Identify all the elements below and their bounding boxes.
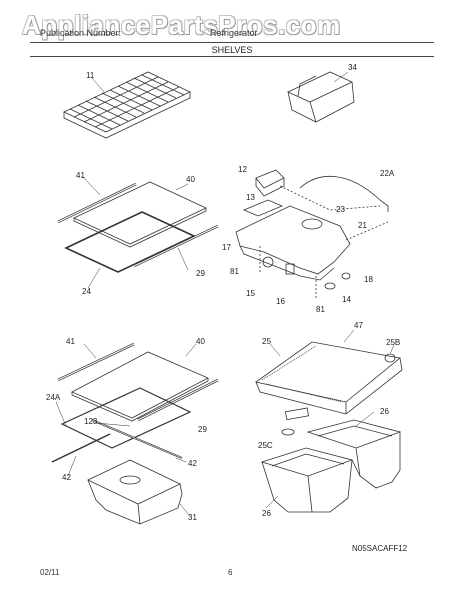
callout-18: 18: [364, 275, 373, 284]
callout-13: 13: [246, 193, 255, 202]
bin-34: [287, 71, 355, 123]
crisper-cover-47: [255, 341, 403, 436]
callout-25: 25: [262, 337, 271, 346]
callout-16: 16: [276, 297, 285, 306]
callout-26-right: 26: [380, 407, 389, 416]
drawer-31: [51, 433, 191, 525]
callout-24: 24: [82, 287, 91, 296]
callout-17: 17: [222, 243, 231, 252]
callout-29: 29: [196, 269, 205, 278]
wire-shelf-11: [63, 71, 191, 139]
crisper-drawer-26-left: [260, 447, 354, 513]
publication-label: Publication Number:: [40, 28, 122, 38]
callout-15: 15: [246, 289, 255, 298]
callout-29-lower: 29: [198, 425, 207, 434]
callout-25c: 25C: [258, 441, 273, 450]
callout-23: 23: [336, 205, 345, 214]
callout-40-lower: 40: [196, 337, 205, 346]
callout-40: 40: [186, 175, 195, 184]
callout-81-right: 81: [316, 305, 325, 314]
callout-123: 123: [84, 417, 98, 426]
callout-47: 47: [354, 321, 363, 330]
callout-41: 41: [76, 171, 85, 180]
section-title: SHELVES: [211, 45, 253, 55]
header-rule-top: [30, 42, 434, 43]
callout-31: 31: [188, 513, 197, 522]
footer-date: 02/11: [40, 568, 60, 577]
crisper-control-assembly: [235, 169, 389, 298]
footer-page-number: 6: [228, 568, 233, 577]
callout-12: 12: [238, 165, 247, 174]
header-rule-bottom: [30, 56, 434, 57]
callout-21: 21: [358, 221, 367, 230]
glass-shelf-40-bottom: [57, 342, 219, 459]
callout-81-left: 81: [230, 267, 239, 276]
callout-22a: 22A: [380, 169, 395, 178]
callout-42-left: 42: [62, 473, 71, 482]
model-label: Refrigerator: [210, 28, 258, 38]
crisper-drawer-26-right: [306, 419, 402, 489]
diagram-code: N05SACAFF12: [352, 544, 408, 553]
callout-11: 11: [86, 71, 95, 80]
watermark: AppliancePartsPros.com: [22, 10, 341, 40]
glass-shelf-40-top: [57, 175, 219, 289]
callout-34: 34: [348, 63, 357, 72]
callout-42-right: 42: [188, 459, 197, 468]
callout-26-left: 26: [262, 509, 271, 518]
leader-lines: [55, 71, 395, 509]
callout-41-lower: 41: [66, 337, 75, 346]
callout-25b: 25B: [386, 338, 400, 347]
callout-14: 14: [342, 295, 351, 304]
callout-24a: 24A: [46, 393, 61, 402]
